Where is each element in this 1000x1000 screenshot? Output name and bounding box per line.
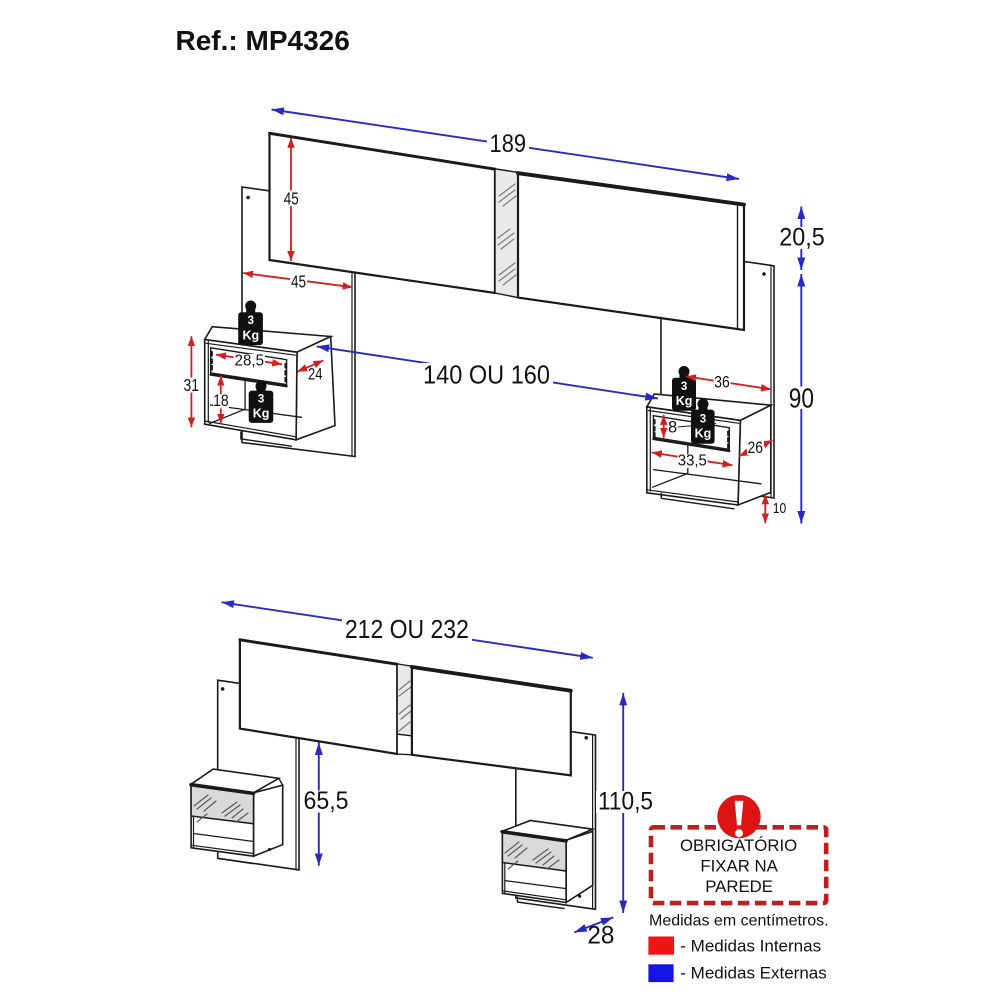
- svg-text:3: 3: [681, 381, 687, 393]
- svg-text:8: 8: [668, 418, 677, 436]
- svg-text:24: 24: [308, 365, 323, 383]
- svg-text:45: 45: [291, 272, 306, 292]
- svg-text:33,5: 33,5: [678, 453, 707, 470]
- svg-text:PAREDE: PAREDE: [705, 877, 773, 896]
- svg-text:Kg: Kg: [253, 407, 270, 421]
- svg-text:3: 3: [258, 394, 264, 406]
- svg-text:OBRIGATÓRIO: OBRIGATÓRIO: [680, 836, 797, 855]
- svg-text:110,5: 110,5: [598, 789, 653, 816]
- svg-text:- Medidas Internas: - Medidas Internas: [680, 937, 821, 956]
- svg-text:90: 90: [789, 382, 814, 413]
- svg-text:45: 45: [284, 188, 299, 208]
- svg-text:36: 36: [714, 374, 730, 392]
- svg-text:FIXAR NA: FIXAR NA: [700, 857, 778, 876]
- svg-text:18: 18: [213, 392, 229, 410]
- svg-text:189: 189: [490, 130, 527, 158]
- svg-text:20,5: 20,5: [779, 224, 825, 251]
- svg-text:140 OU 160: 140 OU 160: [423, 359, 550, 389]
- svg-text:28: 28: [587, 923, 614, 950]
- svg-text:3: 3: [248, 315, 254, 327]
- svg-text:212 OU 232: 212 OU 232: [345, 616, 469, 644]
- svg-text:Medidas em centímetros.: Medidas em centímetros.: [649, 913, 829, 930]
- svg-text:3: 3: [700, 414, 706, 426]
- svg-text:Kg: Kg: [676, 394, 693, 408]
- svg-text:- Medidas Externas: - Medidas Externas: [680, 964, 826, 983]
- svg-text:26: 26: [748, 439, 764, 457]
- svg-text:10: 10: [773, 500, 787, 517]
- svg-text:31: 31: [184, 375, 200, 395]
- svg-text:Kg: Kg: [242, 328, 259, 342]
- svg-text:28,5: 28,5: [235, 353, 265, 370]
- svg-text:Ref.: MP4326: Ref.: MP4326: [176, 25, 350, 56]
- svg-text:Kg: Kg: [695, 427, 712, 441]
- svg-text:65,5: 65,5: [304, 788, 349, 815]
